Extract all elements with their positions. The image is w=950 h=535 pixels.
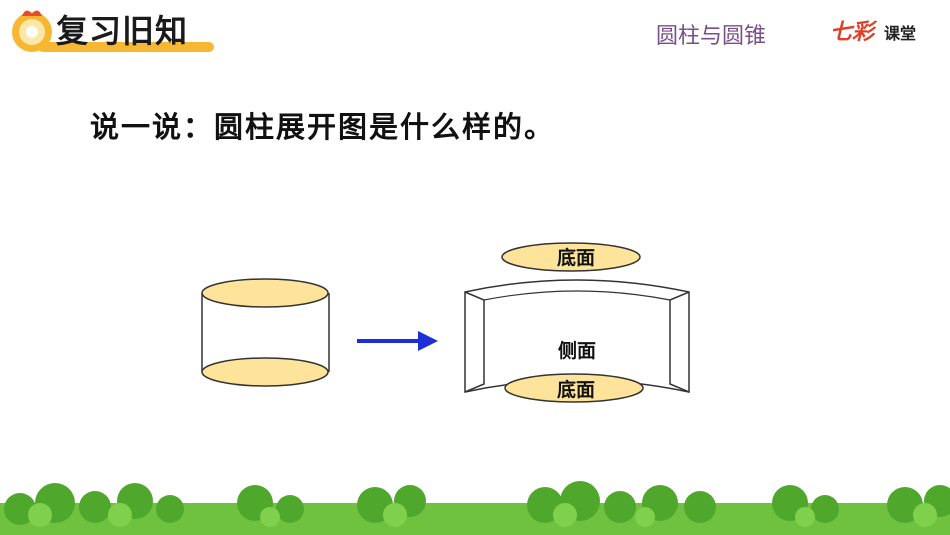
brand-logo-suffix: 课堂: [884, 24, 917, 43]
side-label: 侧面: [558, 340, 596, 362]
question-text: 说一说：圆柱展开图是什么样的。: [90, 110, 556, 144]
arrow-right-icon: [357, 331, 438, 351]
cylinder-shape: [201, 278, 330, 387]
subject-title: 圆柱与圆锥: [656, 24, 767, 49]
top-base-label: 底面: [557, 246, 595, 269]
bottom-base-label: 底面: [557, 378, 595, 401]
brand-logo-text: 七彩: [830, 19, 875, 45]
page-title: 复习旧知: [56, 12, 189, 50]
top-base-ellipse: [501, 242, 641, 272]
bottom-base-ellipse: [504, 373, 644, 403]
grass-decoration: [0, 481, 950, 535]
header-badge: [12, 10, 214, 52]
